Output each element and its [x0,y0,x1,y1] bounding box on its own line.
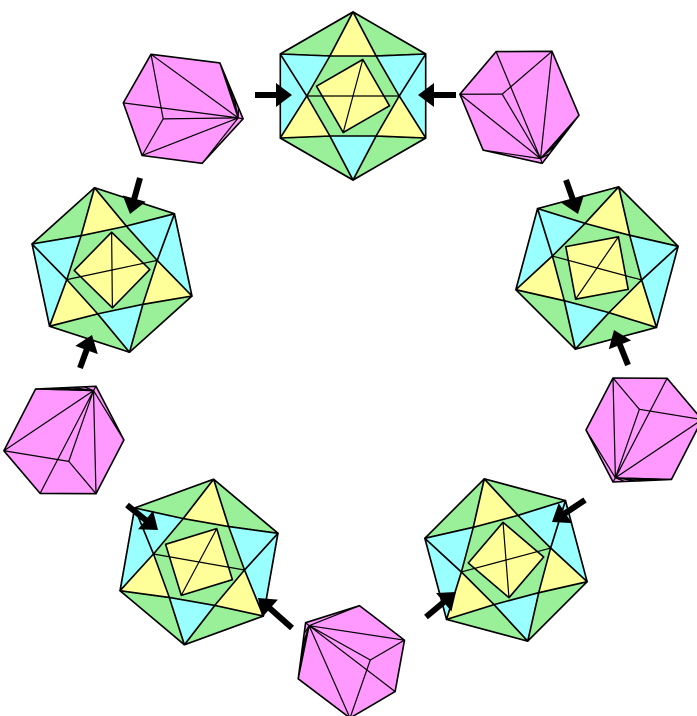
node-mag-top-left [123,54,243,163]
node-mag-bottom [298,606,404,716]
node-icosa-left [32,188,192,352]
node-icosa-bottom-left [120,479,278,644]
magenta-outline [298,606,404,716]
node-icosa-top [280,12,425,180]
node-mag-right [586,378,697,482]
node-mag-left [4,386,124,493]
node-icosa-right [516,187,678,349]
node-mag-top-right [460,51,579,163]
arrow-mag-bottom-to-icosa-bottom-left [258,598,294,630]
node-icosa-bottom-right [425,479,587,641]
magenta-outline [4,386,124,493]
magenta-outline [586,378,697,482]
fold-line [238,118,243,119]
arrow-shape [258,598,294,630]
